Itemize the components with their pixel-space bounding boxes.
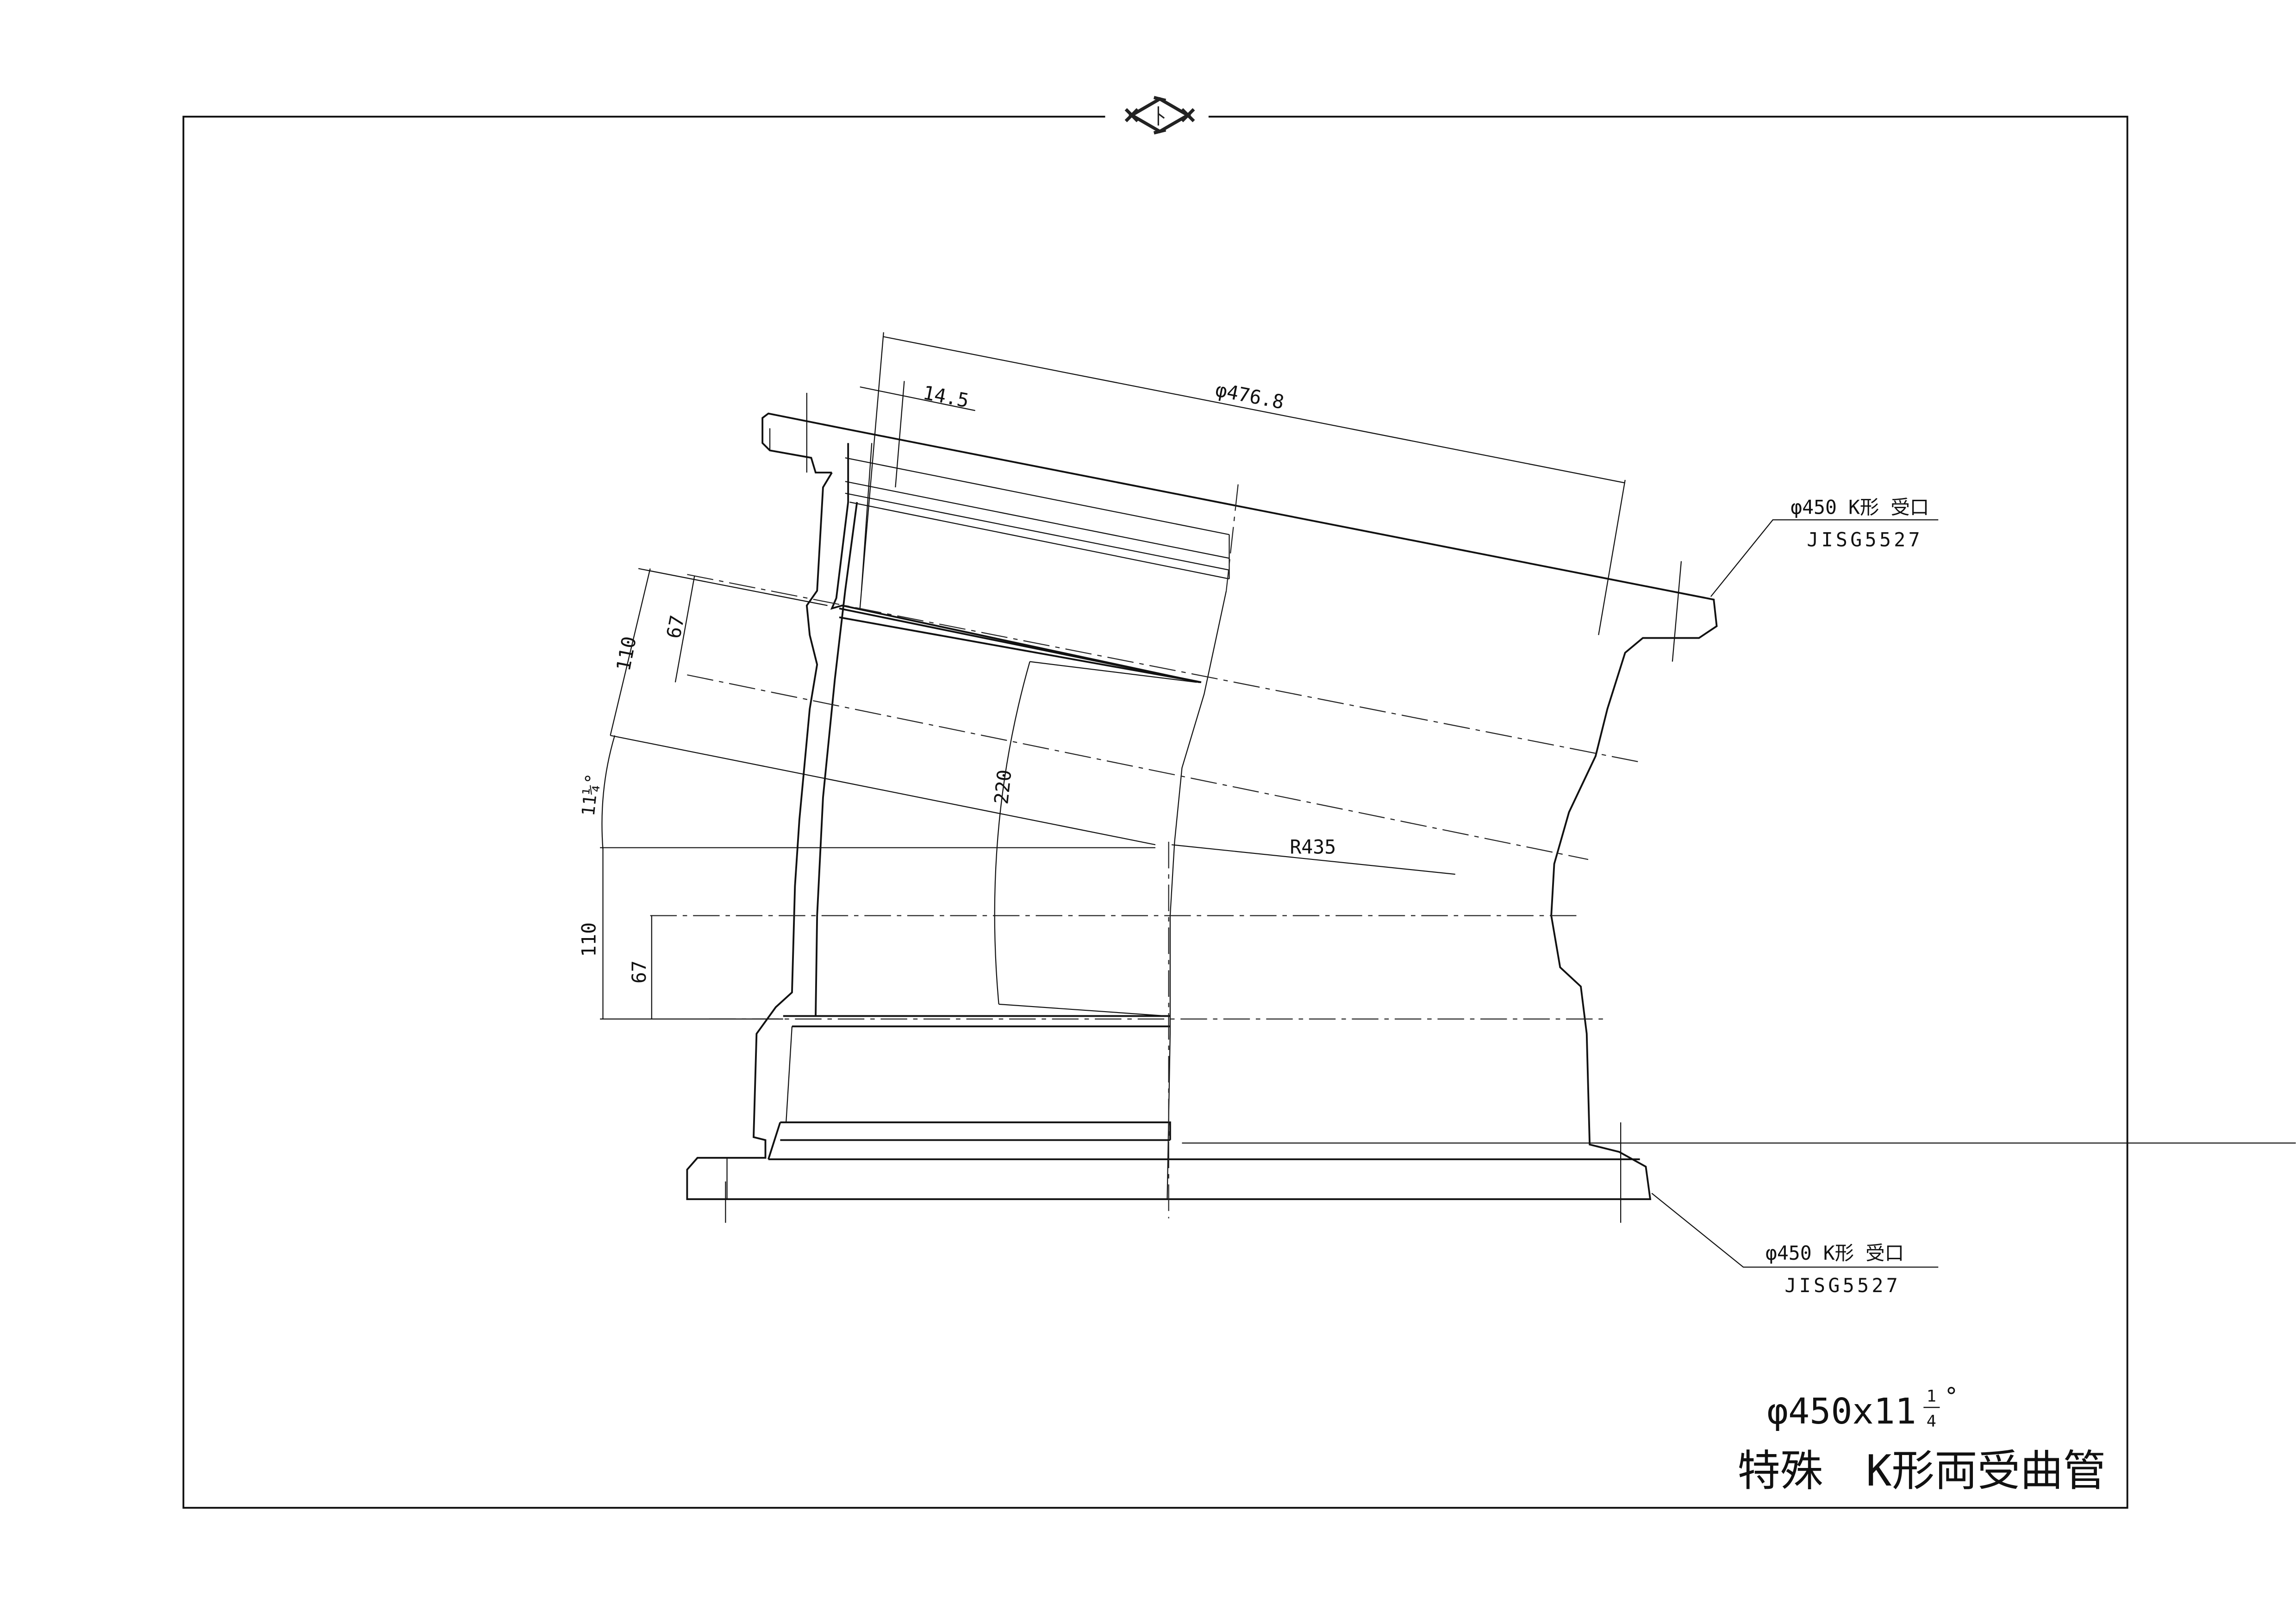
dim-upper-67: 67 [662,613,689,640]
centre-lines [650,392,1682,1223]
title-name: 特殊 K形両受曲管 [1737,1446,2106,1496]
title-fraction-den: 4 [1927,1412,1936,1431]
dim-wall: 14.5 [921,381,971,412]
dimension-lines [600,332,1939,1268]
title-degree: ° [1944,1383,1959,1411]
dim-lower-110: 110 [578,922,600,957]
callout-upper: φ450 K形 受口 JISG5527 [1791,496,1929,551]
callout-upper-line2: JISG5527 [1807,529,1923,551]
callout-lower-line1: φ450 K形 受口 [1766,1242,1904,1264]
dim-angle: 11¼° [578,772,603,817]
logo-mark-icon [1124,96,1195,135]
title-fraction-num: 1 [1927,1387,1936,1405]
dim-upper-110: 110 [612,634,641,673]
dim-radius: R435 [1290,835,1336,858]
sheet-border [182,116,2128,1509]
dimension-labels: φ476.8 14.5 110 67 11¼° 220 R435 110 67 [578,378,1336,983]
dim-bell-diameter: φ476.8 [1214,378,1286,414]
title-block: φ450x11 1 4 ° 特殊 K形両受曲管 [1737,1383,2106,1496]
callout-lower-line2: JISG5527 [1784,1274,1901,1297]
callout-upper-line1: φ450 K形 受口 [1791,496,1929,518]
callout-lower: φ450 K形 受口 JISG5527 [1766,1242,1904,1297]
dim-lower-67: 67 [628,960,650,983]
dim-arc-length: 220 [990,769,1016,806]
pipe-outline [686,412,2296,1200]
title-size: φ450x11 [1767,1391,1916,1432]
